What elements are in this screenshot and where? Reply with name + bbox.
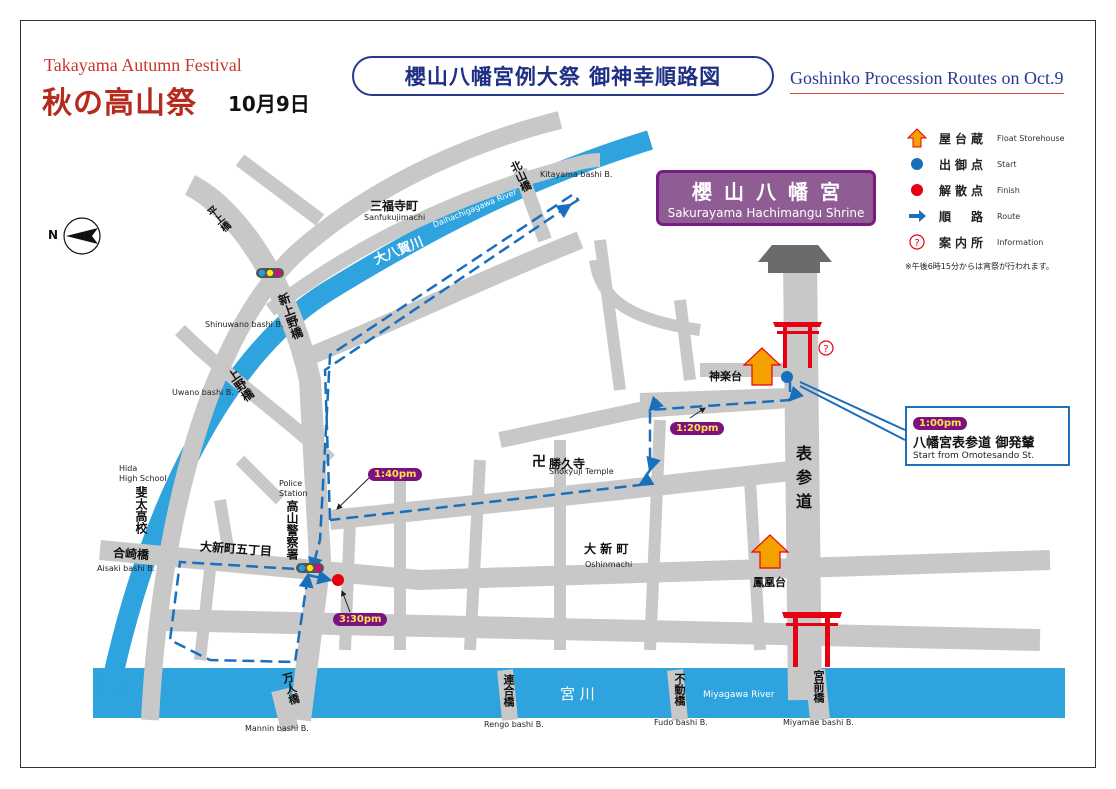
start-time-badge: 1:00pm — [913, 417, 968, 430]
fudo-bridge-label-jp: 不動橋 — [673, 673, 686, 706]
oshinmachi-label-en: Oshinmachi — [585, 560, 633, 569]
hoodai-float-label: 鳳凰台 — [753, 576, 786, 589]
start-callout-jp: 八幡宮表参道 御発輦 — [913, 436, 1035, 451]
sanfukuji-label-en: Sanfukujimachi — [364, 213, 426, 222]
start-dot-icon — [905, 154, 929, 174]
subtitle-en: Goshinko Procession Routes on Oct.9 — [790, 68, 1064, 94]
shrine-building — [758, 245, 832, 273]
festival-date: 10月9日 — [228, 92, 310, 116]
information-icon: ? — [905, 232, 929, 252]
legend-note: ※午後6時15分からは宵祭が行われます。 — [905, 262, 1054, 271]
start-callout-en: Start from Omotesando St. — [913, 451, 1035, 461]
compass-north-label: N — [48, 228, 59, 242]
miyamae-bridge-label-jp: 宮前橋 — [812, 670, 825, 703]
roads — [99, 111, 1051, 733]
oshinmachi-label-jp: 大 新 町 — [584, 542, 629, 556]
mannin-bridge-label-en: Mannin bashi B. — [245, 724, 309, 733]
rengo-bridge-label-en: Rengo bashi B. — [484, 720, 544, 729]
legend-item-route: 順 路 Route — [905, 203, 1105, 229]
shrine-name-jp: 櫻山八幡宮 — [692, 180, 852, 204]
procession-route — [168, 193, 805, 664]
start-callout: 1:00pm 八幡宮表参道 御発輦 Start from Omotesando … — [905, 406, 1070, 466]
torii-gate-bottom — [782, 612, 842, 667]
daihachigagawa-river — [100, 130, 653, 693]
traffic-light-icon — [256, 268, 284, 278]
hida-hs-label-en-2: High School — [119, 474, 167, 483]
traffic-light-icon — [296, 563, 324, 573]
float-storehouse-arrow-icon — [905, 128, 929, 148]
aisaki-bridge-label-en: Aisaki bashi B. — [97, 564, 156, 573]
shrine-name-en: Sakurayama Hachimangu Shrine — [667, 206, 865, 220]
miyamae-bridge-label-en: Miyamae bashi B. — [783, 718, 854, 727]
information-icon: ? — [818, 340, 834, 356]
svg-text:?: ? — [823, 344, 828, 355]
festival-title-en: Takayama Autumn Festival — [44, 55, 242, 75]
police-label-en-2: Station — [279, 489, 308, 498]
miyagawa-label-en: Miyagawa River — [703, 690, 775, 700]
fudo-bridge-label-en: Fudo bashi B. — [654, 718, 708, 727]
police-label-en-1: Police — [279, 479, 303, 488]
torii-gate-top — [773, 322, 822, 368]
uwano-bridge-label-en: Uwano bashi B. — [172, 388, 234, 397]
legend-item-finish: 解散点 Finish — [905, 177, 1105, 203]
kagura-float-storehouse-icon — [742, 347, 782, 386]
finish-dot-icon — [905, 180, 929, 200]
hoodai-float-storehouse-icon — [750, 534, 790, 569]
shokyuji-label-jp: 勝久寺 — [549, 457, 586, 471]
aisaki-bridge-label-jp: 合崎橋 — [112, 545, 150, 563]
time-marker-1-20: 1:20pm — [670, 422, 725, 435]
miyagawa-label-jp: 宮 川 — [560, 685, 595, 703]
legend-item-information: ? 案内所 Information — [905, 229, 1105, 255]
time-marker-1-40: 1:40pm — [368, 468, 423, 481]
hida-hs-label-en-1: Hida — [119, 464, 138, 473]
shokyuji-label-en: Shokyuji Temple — [549, 467, 614, 476]
legend-item-start: 出御点 Start — [905, 151, 1105, 177]
temple-icon: 卍 — [532, 454, 546, 470]
main-title: 櫻山八幡宮例大祭 御神幸順路図 — [352, 56, 774, 96]
time-marker-3-30: 3:30pm — [333, 613, 388, 626]
svg-text:?: ? — [914, 238, 919, 249]
kagura-float-label: 神楽台 — [709, 370, 742, 383]
legend-item-float-storehouse: 屋台蔵 Float Storehouse — [905, 125, 1105, 151]
festival-title-jp: 秋の高山祭 — [42, 86, 197, 121]
sanfukuji-label-jp: 三福寺町 — [370, 199, 419, 213]
rengo-bridge-label-jp: 連合橋 — [502, 674, 515, 707]
shinuwano-bridge-label-en: Shinuwano bashi B. — [205, 320, 284, 329]
miyagawa-river — [93, 668, 1065, 718]
route-arrow-icon — [905, 206, 929, 226]
finish-point-icon — [332, 574, 344, 586]
start-point-icon — [781, 371, 793, 383]
shrine-label: 櫻山八幡宮 Sakurayama Hachimangu Shrine — [656, 170, 876, 226]
legend: 屋台蔵 Float Storehouse 出御点 Start 解散点 Finis… — [905, 125, 1105, 272]
omotesando-label: 表参道 — [793, 445, 812, 517]
compass — [63, 217, 101, 255]
kitayama-bridge-label-en: Kitayama bashi B. — [540, 170, 613, 179]
police-label-jp: 高山警察署 — [285, 500, 299, 560]
hida-hs-label-jp: 斐太高校 — [134, 486, 148, 534]
